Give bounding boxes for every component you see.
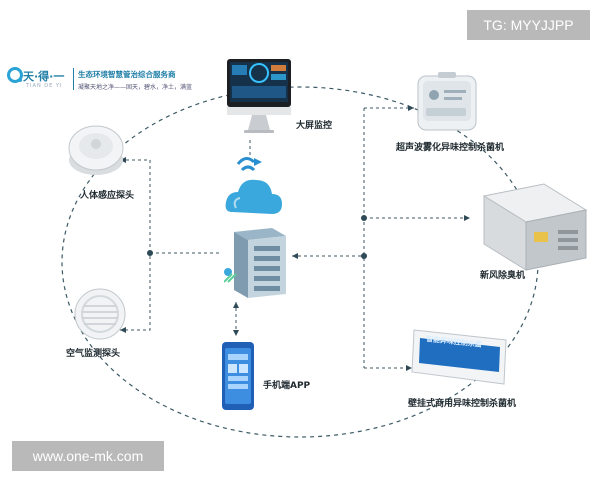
body-sensor-icon [68, 125, 124, 175]
logo-brand: 天·得·一 [23, 70, 65, 83]
watermark-bottom: www.one-mk.com [12, 441, 164, 471]
arrow-to-fresh-air [464, 215, 470, 221]
mobile-phone-icon [222, 342, 254, 410]
ultrasonic-device-icon [417, 72, 477, 131]
logo-tagline: 凝聚天地之净——固天，碧水，净土，满蓝 [78, 84, 193, 91]
label-air-monitor: 空气监测探头 [66, 349, 121, 359]
left-bracket-line [120, 159, 151, 331]
right-junction-dot-lower [361, 253, 367, 259]
label-big-screen: 大屏监控 [296, 121, 333, 131]
left-junction-dot [147, 250, 153, 256]
logo-divider [73, 68, 74, 90]
air-monitor-icon [74, 288, 126, 340]
arrow-to-ultrasonic [408, 105, 414, 111]
label-mobile-app: 手机端APP [263, 381, 311, 391]
label-ultrasonic: 超声波雾化异味控制杀菌机 [396, 143, 505, 153]
arrow-to-wall-unit [406, 365, 412, 371]
label-wall-mounted: 壁挂式商用异味控制杀菌机 [408, 399, 517, 409]
label-fresh-air: 新风除臭机 [480, 271, 526, 281]
fresh-air-machine-icon [482, 183, 588, 271]
monitor-icon [227, 59, 291, 133]
arrow-to-server [292, 253, 298, 259]
right-junction-dot-upper [361, 215, 367, 221]
logo-title: 生态环境智慧管治综合服务商 [78, 70, 176, 79]
wall-mounted-unit-icon [411, 329, 507, 385]
label-body-sensor: 人体感应探头 [80, 191, 135, 201]
cloud-icon [225, 157, 282, 214]
logo-mark-icon [7, 67, 23, 83]
logo-pinyin: TIAN DE YI [26, 83, 63, 89]
watermark-top: TG: MYYJJPP [467, 10, 590, 40]
arrow-to-air-monitor [120, 327, 126, 333]
server-icon [224, 228, 286, 298]
